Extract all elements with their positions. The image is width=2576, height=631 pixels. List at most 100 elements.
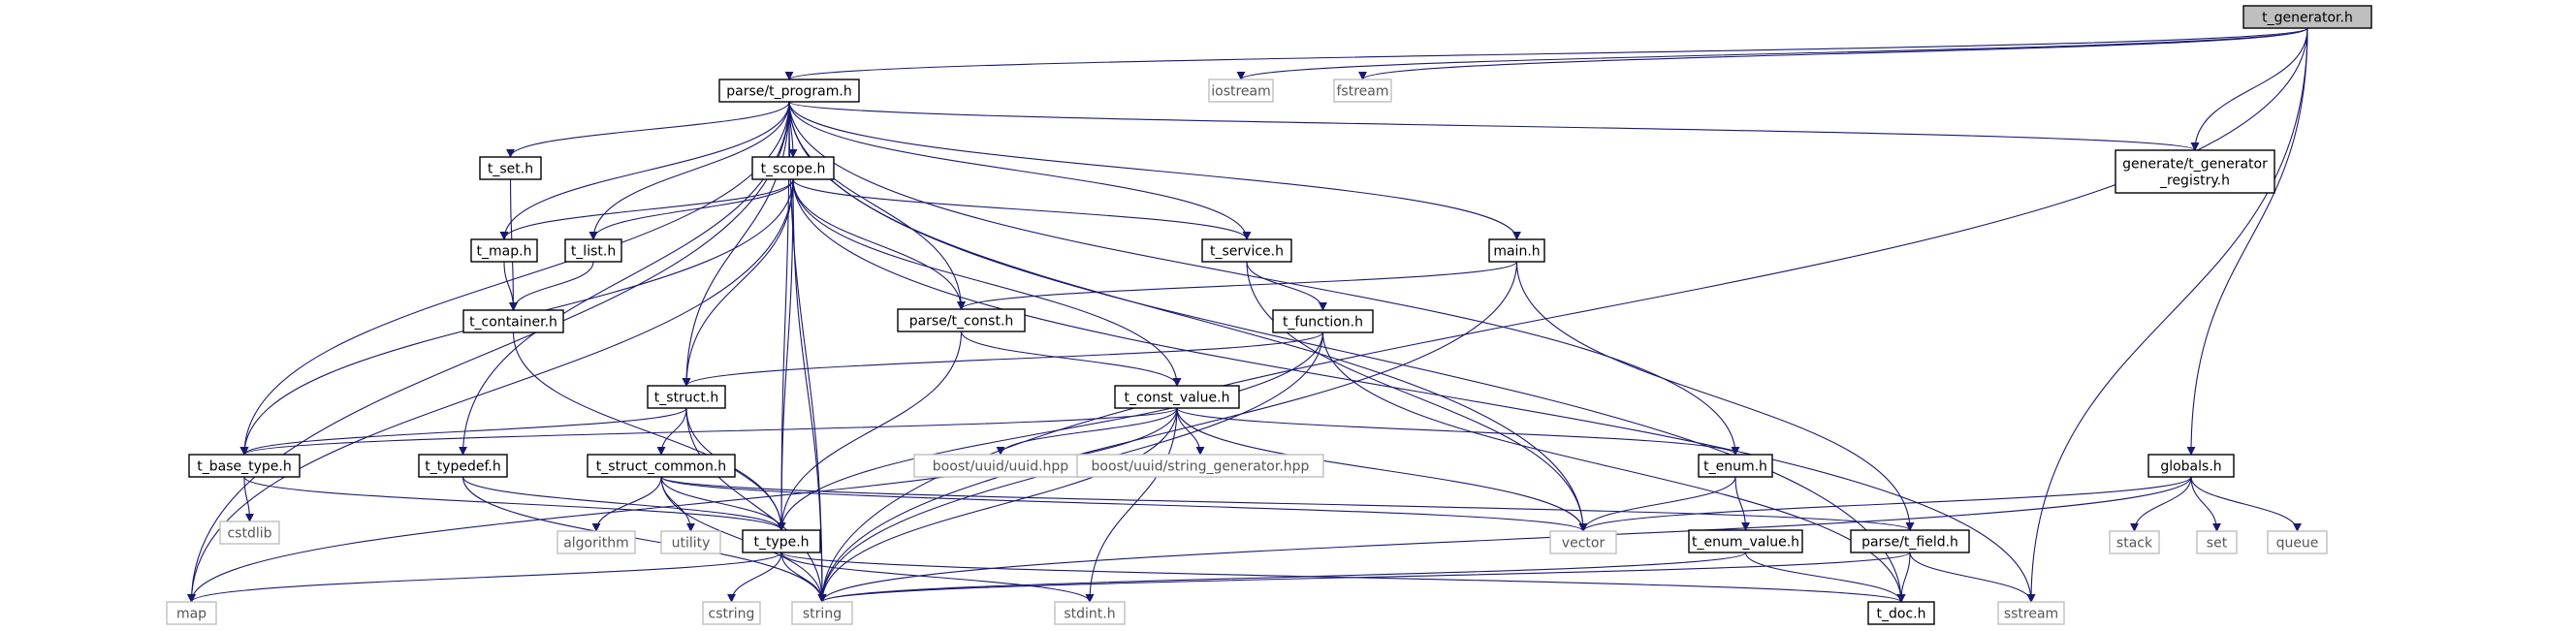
edge-t_program-to-t_service bbox=[788, 101, 1252, 240]
node-label: boost/uuid/uuid.hpp bbox=[933, 459, 1068, 475]
node-box bbox=[479, 156, 542, 180]
node-t-enum[interactable]: t_enum.h bbox=[1698, 454, 1773, 478]
edge-t_struct-to-t_base_type bbox=[239, 407, 687, 456]
edge-t_base_type-to-t_type bbox=[243, 476, 786, 531]
node-label: set bbox=[2207, 536, 2228, 552]
edge-t_struct_common-to-t_field bbox=[660, 476, 1915, 531]
edge-globals-to-set bbox=[2190, 476, 2221, 532]
node-box bbox=[1201, 238, 1292, 263]
node-t-field[interactable]: parse/t_field.h bbox=[1850, 529, 1970, 553]
node-string: string bbox=[791, 601, 853, 625]
node-box bbox=[557, 530, 636, 554]
node-t-container[interactable]: t_container.h bbox=[462, 309, 564, 333]
edge-t_program-to-t_typedef bbox=[459, 101, 790, 456]
node-t-function[interactable]: t_function.h bbox=[1272, 309, 1374, 333]
node-box bbox=[188, 454, 301, 478]
edge-t_enum_value-to-string bbox=[817, 552, 1747, 603]
edge-t_function-to-t_doc bbox=[1321, 331, 1906, 603]
edge-t_struct_common-to-t_type bbox=[660, 476, 786, 531]
edge-t_enum-to-vector bbox=[1578, 476, 1736, 532]
edge-layer bbox=[187, 27, 2308, 603]
node-label: t_map.h bbox=[477, 244, 532, 260]
edge-t_struct_common-to-algorithm bbox=[591, 476, 662, 532]
node-label: fstream bbox=[1337, 84, 1389, 100]
node-t-program[interactable]: parse/t_program.h bbox=[718, 79, 860, 103]
node-box bbox=[587, 454, 736, 478]
node-t-doc[interactable]: t_doc.h bbox=[1867, 601, 1935, 625]
node-t-struct-common[interactable]: t_struct_common.h bbox=[587, 454, 736, 478]
edge-t_program-to-map bbox=[187, 101, 790, 603]
node-label: t_enum_value.h bbox=[1692, 535, 1799, 551]
edge-t_scope-to-t_const bbox=[792, 178, 966, 310]
node-box bbox=[660, 530, 721, 554]
node-label: cstdlib bbox=[227, 526, 271, 542]
edge-t_field-to-t_doc bbox=[1896, 552, 1911, 603]
edge-t_enum-to-t_enum_value bbox=[1734, 476, 1750, 531]
edge-t_generator-to-sstream bbox=[2026, 27, 2308, 603]
node-t-list[interactable]: t_list.h bbox=[564, 238, 622, 263]
node-box bbox=[1076, 454, 1324, 478]
node-label: cstring bbox=[709, 607, 755, 622]
node-t-struct[interactable]: t_struct.h bbox=[647, 385, 726, 409]
edge-t_generator-to-t_program bbox=[784, 27, 2308, 80]
edge-t_struct_common-to-vector bbox=[660, 476, 1588, 532]
node-label: t_scope.h bbox=[761, 162, 826, 177]
node-label: utility bbox=[672, 536, 711, 552]
node-t-typedef[interactable]: t_typedef.h bbox=[418, 454, 508, 478]
node-label: queue bbox=[2276, 536, 2319, 552]
node-label: t_struct.h bbox=[654, 391, 718, 406]
node-box bbox=[166, 601, 217, 625]
node-box bbox=[1549, 530, 1617, 554]
node-utility: utility bbox=[660, 530, 721, 554]
node-boost-strgen: boost/uuid/string_generator.hpp bbox=[1076, 454, 1324, 478]
node-label: t_struct_common.h bbox=[596, 459, 726, 475]
edge-t_struct-to-t_struct_common bbox=[656, 407, 687, 456]
node-queue: queue bbox=[2267, 530, 2328, 554]
node-label: stack bbox=[2116, 536, 2153, 552]
edge-t_service-to-t_function bbox=[1246, 261, 1327, 311]
node-t-const[interactable]: parse/t_const.h bbox=[897, 308, 1026, 332]
edge-t_generator-to-gen_registry bbox=[2190, 27, 2308, 151]
node-gen-registry[interactable]: generate/t_generator_registry.h bbox=[2115, 149, 2275, 194]
node-label: stdint.h bbox=[1064, 607, 1115, 622]
node-label: parse/t_field.h bbox=[1861, 535, 1958, 551]
node-box bbox=[751, 156, 835, 180]
edge-globals-to-queue bbox=[2190, 476, 2302, 532]
node-label: t_list.h bbox=[571, 244, 616, 260]
edge-t_typedef-to-t_type bbox=[461, 476, 786, 531]
node-box bbox=[742, 529, 821, 553]
node-t-set[interactable]: t_set.h bbox=[479, 156, 542, 180]
node-box bbox=[897, 308, 1026, 332]
edge-t_generator-to-fstream bbox=[1358, 27, 2308, 80]
edge-t_program-to-t_list bbox=[588, 101, 790, 240]
node-box bbox=[219, 521, 280, 545]
node-box bbox=[1488, 238, 1545, 263]
edge-t_scope-to-string bbox=[792, 178, 827, 603]
node-label: _registry.h bbox=[2159, 174, 2230, 189]
node-box bbox=[470, 238, 538, 263]
node-label: parse/t_program.h bbox=[726, 84, 851, 100]
node-globals[interactable]: globals.h bbox=[2147, 454, 2235, 478]
node-t-generator[interactable]: t_generator.h bbox=[2242, 5, 2372, 29]
node-t-scope[interactable]: t_scope.h bbox=[751, 156, 835, 180]
node-main[interactable]: main.h bbox=[1488, 238, 1545, 263]
edge-t_map-to-t_container bbox=[503, 261, 518, 311]
edge-t_const_value-to-vector bbox=[1176, 407, 1588, 532]
edge-t_program-to-t_map bbox=[499, 101, 790, 240]
node-t-enum-value[interactable]: t_enum_value.h bbox=[1688, 529, 1803, 553]
edge-t_const_value-to-stdint bbox=[1085, 407, 1178, 603]
node-box bbox=[2242, 5, 2372, 29]
node-label: iostream bbox=[1211, 84, 1271, 100]
node-label: vector bbox=[1562, 536, 1606, 552]
edge-t_typedef-to-string bbox=[461, 476, 827, 603]
node-t-service[interactable]: t_service.h bbox=[1201, 238, 1292, 263]
node-t-const-value[interactable]: t_const_value.h bbox=[1114, 385, 1240, 409]
node-label: generate/t_generator bbox=[2122, 157, 2268, 173]
node-t-base-type[interactable]: t_base_type.h bbox=[188, 454, 301, 478]
edge-t_type-to-map bbox=[187, 552, 782, 603]
node-t-map[interactable]: t_map.h bbox=[470, 238, 538, 263]
node-box bbox=[1997, 601, 2065, 625]
edge-t_generator-to-string bbox=[817, 27, 2308, 603]
node-t-type[interactable]: t_type.h bbox=[742, 529, 821, 553]
